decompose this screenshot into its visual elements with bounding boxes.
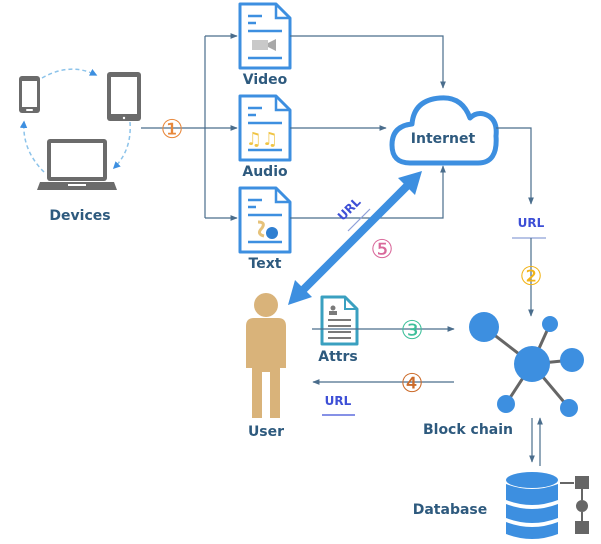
devices-group: Devices: [19, 68, 141, 224]
devices-cycle-arrow: [112, 121, 131, 170]
blockchain-network-icon: [469, 312, 584, 417]
video-label: Video: [243, 72, 288, 88]
internet-label: Internet: [411, 131, 476, 147]
globe-icon: [266, 227, 278, 239]
laptop-icon: [37, 139, 117, 190]
step-3-marker: ③: [400, 316, 423, 346]
camera-icon: [252, 39, 276, 51]
step-1-marker: ①: [160, 115, 183, 145]
user-internet-bidirectional-arrow: [288, 171, 422, 305]
text-label: Text: [249, 256, 282, 272]
step-4-marker: ④: [400, 369, 423, 399]
user-icon: [246, 293, 286, 418]
step-2-marker: ②: [519, 262, 542, 292]
database-label: Database: [413, 502, 488, 518]
music-notes-icon: ♫♫: [246, 129, 278, 150]
devices-label: Devices: [49, 208, 110, 224]
database-icon: [506, 472, 558, 539]
flowchart-icon: [560, 476, 589, 534]
url-label-internet-blockchain: URL: [518, 216, 545, 230]
text-to-internet-line: [290, 165, 446, 219]
devices-cycle-arrow: [19, 120, 45, 173]
video-file-icon: [238, 2, 292, 70]
attributes-document-icon: [320, 295, 359, 346]
text-file-icon: [238, 186, 292, 254]
link-icon: [257, 220, 265, 238]
audio-label: Audio: [242, 164, 288, 180]
internet-to-url-line: [496, 127, 534, 205]
step-5-marker: ⑤: [370, 235, 393, 265]
video-to-internet-line: [290, 35, 446, 89]
blockchain-label: Block chain: [423, 422, 513, 438]
audio-file-icon: ♫♫: [238, 94, 292, 162]
phone-icon: [19, 76, 40, 113]
url-underline: [347, 208, 371, 232]
devices-cycle-arrow: [41, 68, 98, 79]
user-label: User: [248, 424, 284, 440]
tablet-icon: [107, 72, 141, 121]
cloud-icon: [389, 95, 499, 166]
attrs-label: Attrs: [318, 349, 357, 365]
url-label-blockchain-user: URL: [325, 394, 352, 408]
